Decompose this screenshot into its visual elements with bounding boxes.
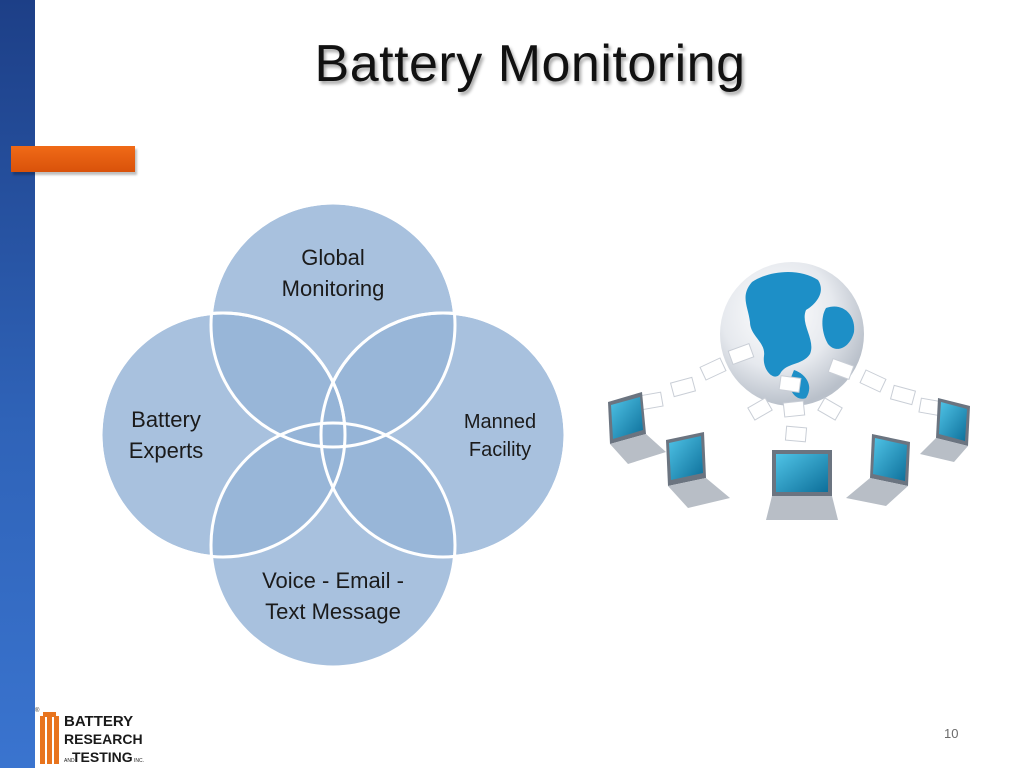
laptop-icon bbox=[666, 432, 730, 508]
slide-number: 10 bbox=[944, 726, 959, 741]
laptop-icon bbox=[920, 398, 970, 462]
logo-word-testing: TESTING bbox=[72, 749, 133, 765]
label-right-line1: Manned bbox=[464, 411, 536, 433]
logo-word-research: RESEARCH bbox=[64, 731, 143, 747]
logo-word-battery: BATTERY bbox=[64, 713, 133, 730]
label-right-line2: Facility bbox=[469, 439, 531, 461]
label-bottom-line1: Voice - Email - bbox=[262, 568, 404, 593]
laptop-icon bbox=[608, 392, 666, 464]
laptop-icon bbox=[846, 434, 910, 506]
orange-accent-bar bbox=[11, 146, 135, 172]
logo-word-and: AND bbox=[64, 758, 75, 764]
label-left-line1: Battery bbox=[131, 407, 201, 432]
svg-text:®: ® bbox=[35, 707, 40, 714]
label-top-line2: Monitoring bbox=[282, 276, 385, 301]
label-bottom-line2: Text Message bbox=[265, 599, 401, 624]
slide-title: Battery Monitoring bbox=[314, 35, 746, 93]
label-top-line1: Global bbox=[301, 245, 365, 270]
logo-word-inc: INC. bbox=[134, 758, 144, 764]
laptop-icon bbox=[766, 450, 838, 520]
paper-sheets bbox=[638, 343, 944, 443]
circle-voice-email-text bbox=[209, 421, 457, 669]
battery-research-testing-logo: ® BATTERY RESEARCH TESTING AND INC. bbox=[35, 707, 144, 765]
globe-network-illustration bbox=[580, 262, 1008, 568]
label-left-line2: Experts bbox=[129, 438, 204, 463]
left-sidebar-bar bbox=[0, 0, 35, 768]
globe-icon bbox=[720, 262, 864, 406]
venn-diagram: Global Monitoring Manned Facility Batter… bbox=[99, 201, 567, 669]
